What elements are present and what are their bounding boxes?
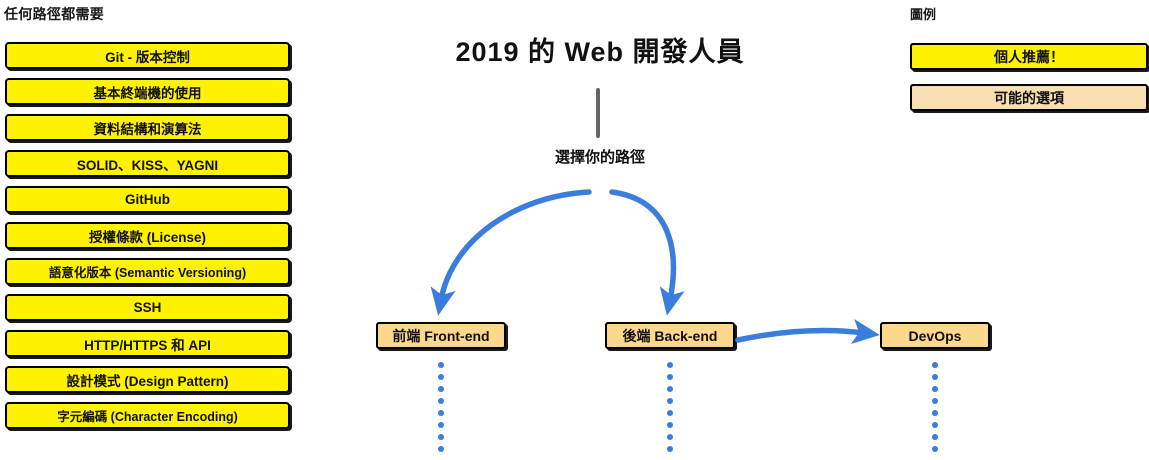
dot — [667, 386, 673, 392]
list-item[interactable]: 資料結構和演算法 — [5, 114, 290, 141]
dot — [932, 362, 938, 368]
dot — [438, 398, 444, 404]
list-item[interactable]: 字元編碼 (Character Encoding) — [5, 402, 290, 429]
backend-continuation-dots — [667, 362, 673, 458]
roadmap-flow: 2019 的 Web 開發人員 選擇你的路徑 前端 Front-end 後端 B… — [300, 0, 900, 460]
dot — [438, 422, 444, 428]
dot — [667, 446, 673, 452]
list-item[interactable]: GitHub — [5, 186, 290, 213]
dot — [932, 434, 938, 440]
dot — [932, 374, 938, 380]
legend-item-optional: 可能的選項 — [910, 84, 1148, 111]
devops-continuation-dots — [932, 362, 938, 458]
legend: 圖例 個人推薦！ 可能的選項 — [908, 0, 1149, 130]
dot — [932, 410, 938, 416]
legend-heading: 圖例 — [910, 7, 937, 22]
arrow-to-backend — [609, 189, 685, 316]
dot — [438, 434, 444, 440]
dot — [438, 410, 444, 416]
dot — [667, 374, 673, 380]
dot — [932, 398, 938, 404]
dot — [932, 422, 938, 428]
arrow-to-frontend — [430, 189, 592, 316]
list-item[interactable]: 授權條款 (License) — [5, 222, 290, 249]
frontend-continuation-dots — [438, 362, 444, 458]
list-item[interactable]: 語意化版本 (Semantic Versioning) — [5, 258, 290, 285]
branch-arrows — [430, 189, 685, 316]
dot — [667, 410, 673, 416]
common-requirements-list: Git - 版本控制 基本終端機的使用 資料結構和演算法 SOLID、KISS、… — [5, 42, 290, 438]
list-item[interactable]: HTTP/HTTPS 和 API — [5, 330, 290, 357]
dot — [438, 374, 444, 380]
list-item[interactable]: Git - 版本控制 — [5, 42, 290, 69]
devops-group: DevOps — [735, 0, 1149, 460]
dot — [932, 386, 938, 392]
dot — [667, 434, 673, 440]
list-item[interactable]: SOLID、KISS、YAGNI — [5, 150, 290, 177]
dot — [438, 446, 444, 452]
legend-item-recommended: 個人推薦！ — [910, 43, 1148, 70]
dot — [438, 386, 444, 392]
list-item[interactable]: SSH — [5, 294, 290, 321]
dot — [438, 362, 444, 368]
node-frontend[interactable]: 前端 Front-end — [376, 322, 506, 349]
common-requirements-column: 任何路徑都需要 Git - 版本控制 基本終端機的使用 資料結構和演算法 SOL… — [0, 0, 300, 460]
node-devops[interactable]: DevOps — [880, 322, 990, 349]
choose-path-label: 選擇你的路徑 — [554, 149, 645, 166]
dot — [667, 362, 673, 368]
node-backend[interactable]: 後端 Back-end — [605, 322, 735, 349]
list-item[interactable]: 基本終端機的使用 — [5, 78, 290, 105]
list-item[interactable]: 設計模式 (Design Pattern) — [5, 366, 290, 393]
dot — [667, 422, 673, 428]
common-requirements-heading: 任何路徑都需要 — [4, 6, 105, 22]
page-title: 2019 的 Web 開發人員 — [455, 37, 745, 67]
dot — [932, 446, 938, 452]
arrow-backend-to-devops — [735, 318, 880, 345]
dot — [667, 398, 673, 404]
flow-stem-line — [596, 88, 600, 138]
